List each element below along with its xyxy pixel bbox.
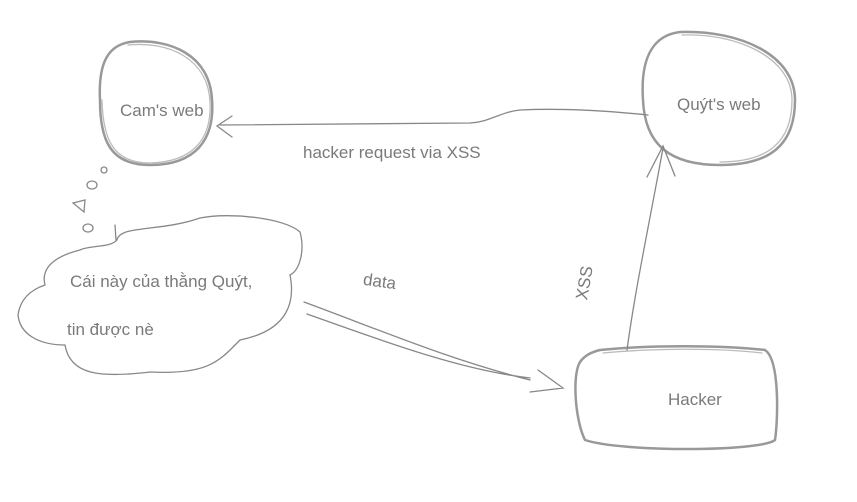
xss-arrow <box>626 144 676 351</box>
thought-line-2: tin được nè <box>67 320 154 339</box>
data-arrow <box>303 301 565 393</box>
thought-line-1: Cái này của thằng Quýt, <box>70 272 253 291</box>
hacker-label: Hacker <box>668 390 722 409</box>
hacker-node-shape <box>574 345 779 451</box>
quyt-web-label: Quýt's web <box>677 95 761 114</box>
quyt-web-node-shape <box>641 30 797 167</box>
thought-cloud-shape <box>17 166 303 376</box>
request-arrow <box>215 108 649 138</box>
cam-web-label: Cam's web <box>120 101 204 120</box>
cam-web-node-shape <box>98 40 214 167</box>
request-edge-label: hacker request via XSS <box>303 143 481 162</box>
